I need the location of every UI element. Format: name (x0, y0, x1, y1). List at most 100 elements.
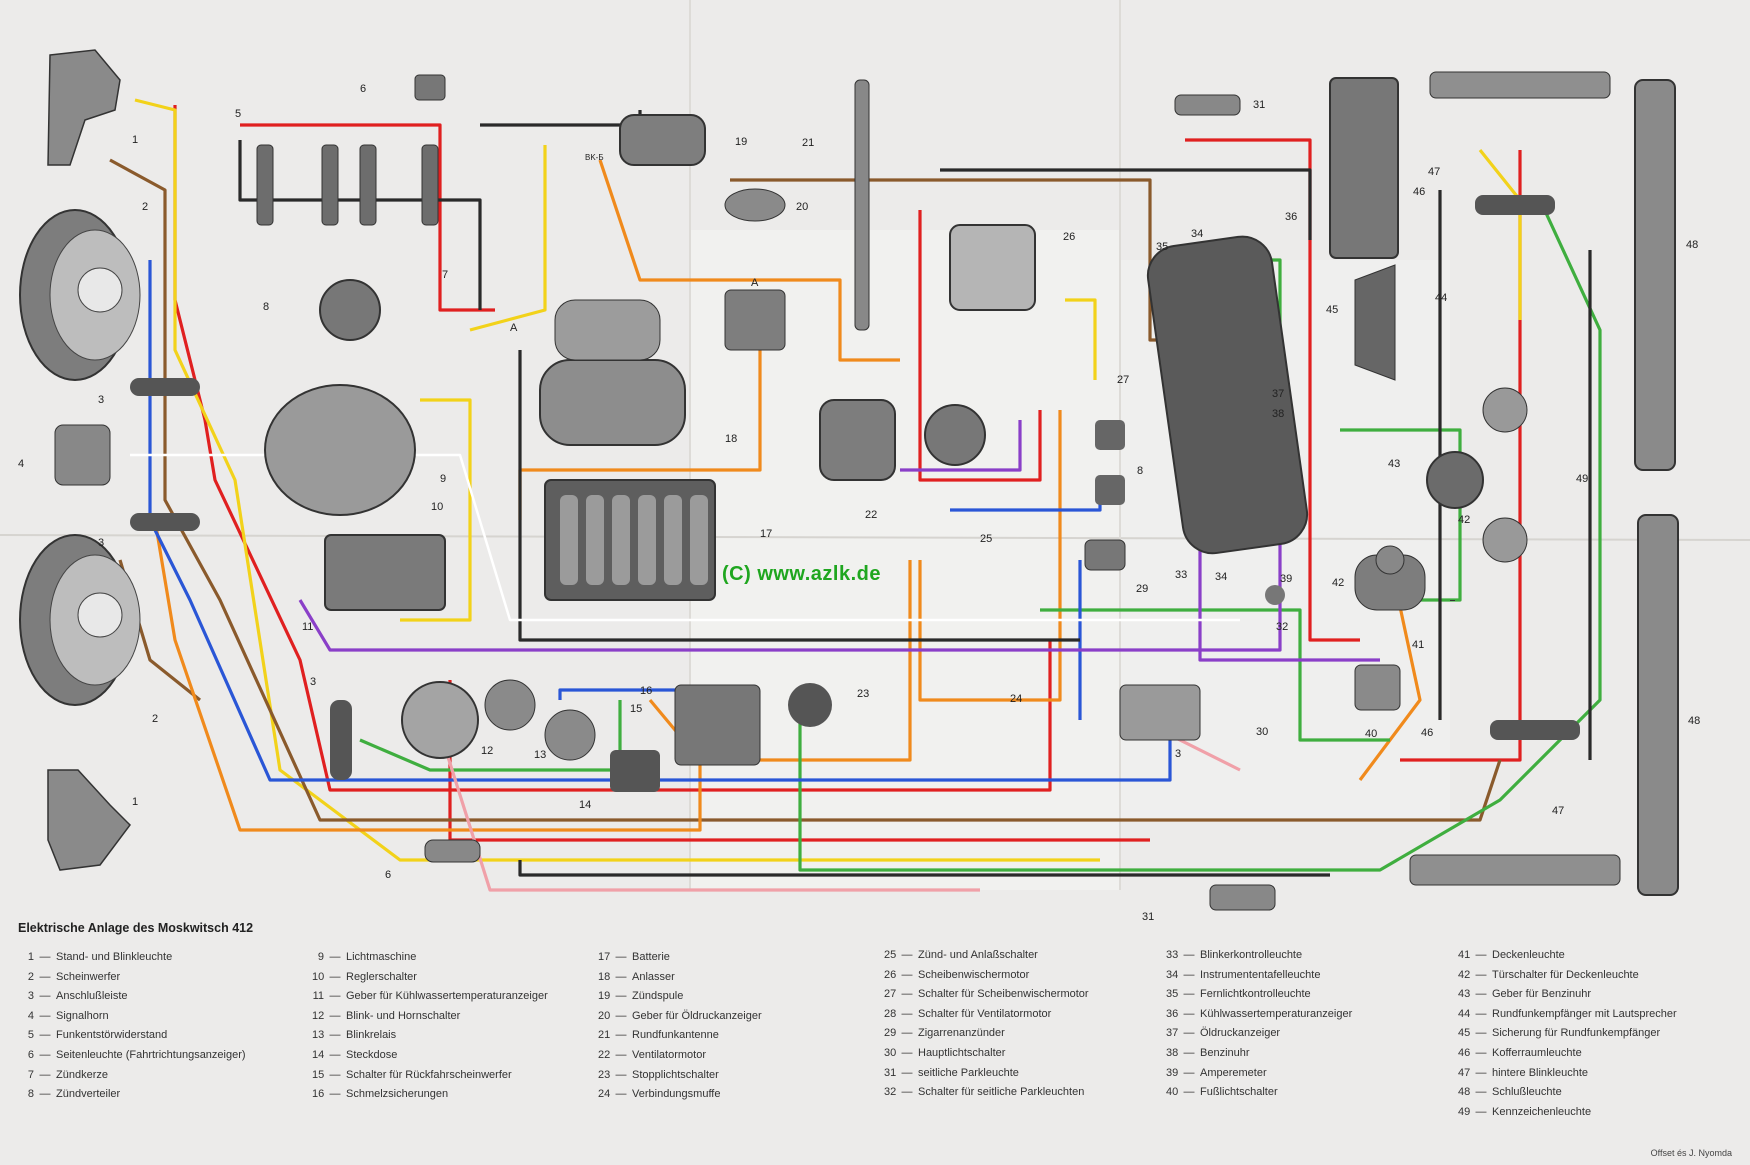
legend-item: 12—Blink- und Hornschalter (312, 1009, 461, 1022)
legend-item: 20—Geber für Öldruckanzeiger (598, 1009, 762, 1022)
wiper-motor (949, 224, 1036, 311)
ignition-switch (924, 404, 986, 466)
components (19, 49, 1679, 911)
callout-21: 21 (802, 137, 814, 149)
callout-26: 26 (1063, 231, 1075, 243)
legend-item: 15—Schalter für Rückfahrscheinwerfer (312, 1068, 512, 1081)
legend-item: 13—Blinkrelais (312, 1029, 397, 1042)
callout-A2: A (751, 277, 759, 289)
callout-36: 36 (1285, 211, 1297, 223)
callout-6a: 6 (360, 83, 366, 95)
legend-item: 30—Hauptlichtschalter (884, 1046, 1006, 1059)
legend-item: 33—Blinkerkontrolleuchte (1166, 949, 1303, 961)
legend-column-4: 25—Zünd- und Anlaßschalter 26—Scheibenwi… (884, 946, 1089, 1103)
rear-lamp-right (1634, 79, 1676, 471)
legend-item: 31—seitliche Parkleuchte (884, 1066, 1019, 1079)
legend-item: 14—Steckdose (312, 1048, 398, 1061)
callout-12: 12 (481, 745, 493, 757)
radio-antenna (854, 79, 870, 331)
callout-13: 13 (534, 749, 546, 761)
voltage-regulator (324, 534, 446, 611)
callout-labels: 1 1 2 2 3 3 3 3 4 5 6 6 7 8 9 10 11 12 1… (18, 83, 1700, 923)
legend-item: 11—Geber für Kühlwassertemperaturanzeige… (312, 990, 548, 1003)
callout-7: 7 (442, 269, 448, 281)
rear-lamp-left (1637, 514, 1679, 896)
legend-item: 18—Anlasser (598, 970, 675, 983)
callout-35: 35 (1156, 241, 1168, 253)
horn (54, 424, 111, 486)
radio-receiver (1329, 77, 1399, 259)
legend-title: Elektrische Anlage des Moskwitsch 412 (18, 921, 254, 935)
legend-item: 29—Zigarrenanzünder (884, 1027, 1005, 1040)
callout-42b: 42 (1458, 514, 1470, 526)
callout-27: 27 (1117, 374, 1129, 386)
front-indicator-upper (47, 49, 121, 166)
distributor (319, 279, 381, 341)
callout-42a: 42 (1332, 577, 1344, 589)
callout-BK: BK-Б (585, 153, 604, 162)
callout-14: 14 (579, 799, 591, 811)
callout-31a: 31 (1253, 99, 1265, 111)
callout-20: 20 (796, 201, 808, 213)
callout-43: 43 (1388, 458, 1400, 470)
callout-29: 29 (1136, 583, 1148, 595)
legend-item: 49—Kennzeichenleuchte (1458, 1105, 1592, 1118)
legend-item: 48—Schlußleuchte (1458, 1086, 1562, 1099)
callout-47b: 47 (1552, 805, 1564, 817)
connector-strip-3 (330, 700, 352, 780)
connector-strip-1 (130, 378, 200, 396)
callout-41: 41 (1412, 639, 1424, 651)
callout-1b: 1 (132, 796, 138, 808)
callout-48a: 48 (1686, 239, 1698, 251)
callout-3a: 3 (98, 394, 104, 406)
legend-item: 21—Rundfunkantenne (598, 1029, 719, 1042)
generator (264, 384, 416, 516)
callout-47a: 47 (1428, 166, 1440, 178)
connector-strip-2 (130, 513, 200, 531)
legend-item: 7—Zündkerze (27, 1068, 108, 1081)
legend-item: 25—Zünd- und Anlaßschalter (884, 949, 1038, 961)
callout-3d: 3 (1175, 748, 1181, 760)
legend-column-2: 9—Lichtmaschine 10—Reglerschalter 11—Geb… (312, 948, 548, 1105)
callout-4: 4 (18, 458, 24, 470)
legend-item: 1—Stand- und Blinkleuchte (27, 951, 173, 963)
callout-37: 37 (1272, 388, 1284, 400)
ignition-coil (619, 114, 706, 166)
fuel-sender (1426, 451, 1484, 509)
legend-item: 47—hintere Blinkleuchte (1458, 1066, 1589, 1079)
legend-item: 43—Geber für Benzinuhr (1458, 988, 1592, 1001)
legend-item: 35—Fernlichtkontrolleuchte (1166, 988, 1311, 1001)
callout-11: 11 (302, 621, 313, 633)
legend-item: 19—Zündspule (598, 990, 684, 1003)
callout-23: 23 (857, 688, 869, 700)
legend-item: 40—Fußlichtschalter (1166, 1086, 1278, 1099)
legend-item: 38—Benzinuhr (1166, 1046, 1250, 1059)
callout-22: 22 (865, 509, 877, 521)
legend-column-6: 41—Deckenleuchte 42—Türschalter für Deck… (1458, 946, 1677, 1122)
callout-45: 45 (1326, 304, 1338, 316)
callout-17: 17 (760, 528, 772, 540)
callout-28: 8 (1137, 465, 1143, 477)
oil-pressure-sender (724, 188, 786, 222)
legend-item: 24—Verbindungsmuffe (598, 1088, 721, 1101)
legend-item: 27—Schalter für Scheibenwischermotor (884, 988, 1089, 1001)
callout-32: 32 (1276, 621, 1288, 633)
rear-indicator-upper (1429, 71, 1611, 99)
headlamp-lower (19, 534, 141, 706)
legend-column-3: 17—Batterie 18—Anlasser 19—Zündspule 20—… (598, 948, 762, 1105)
callout-9: 9 (440, 473, 446, 485)
legend-item: 42—Türschalter für Deckenleuchte (1458, 968, 1639, 981)
legend-item: 41—Deckenleuchte (1458, 949, 1565, 961)
callout-33: 33 (1175, 569, 1187, 581)
legend-item: 45—Sicherung für Rundfunkempfänger (1458, 1027, 1661, 1040)
legend-item: 32—Schalter für seitliche Parkleuchten (884, 1086, 1085, 1099)
callout-2b: 2 (152, 713, 158, 725)
rear-indicator-lower (1409, 854, 1621, 886)
callout-39: 39 (1280, 573, 1292, 585)
legend-item: 6—Seitenleuchte (Fahrtrichtungsanzeiger) (27, 1048, 246, 1061)
main-light-switch (1119, 684, 1201, 741)
callout-46a: 46 (1413, 186, 1425, 198)
callout-30: 30 (1256, 726, 1268, 738)
callout-49: 49 (1576, 473, 1588, 485)
